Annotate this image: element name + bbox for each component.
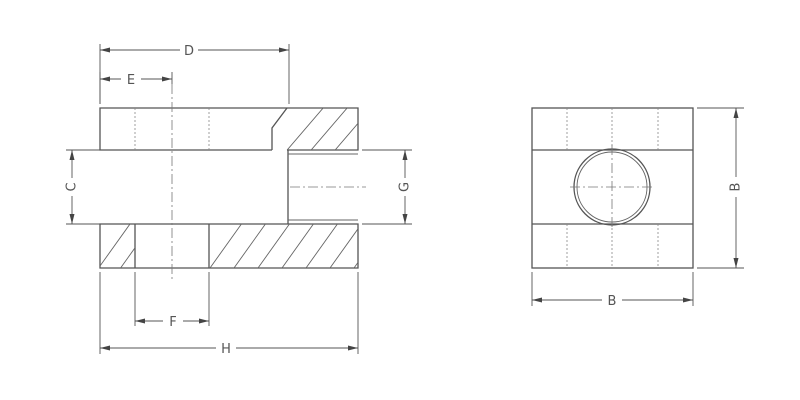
top-body-outline <box>99 107 359 151</box>
label-g: G <box>398 182 413 192</box>
dimension-g: G <box>362 149 413 225</box>
label-e: E <box>127 73 135 88</box>
side-view <box>531 107 694 269</box>
bottom-body-outline <box>99 223 359 269</box>
label-f: F <box>169 315 176 330</box>
side-hidden-lines-bottom <box>566 224 659 268</box>
dimension-e: E <box>99 71 173 104</box>
label-b-side: B <box>729 183 744 192</box>
dimension-f: F <box>134 272 210 330</box>
label-d: D <box>184 44 194 59</box>
dimension-h: H <box>99 272 359 357</box>
dimension-d: D <box>99 42 290 104</box>
label-h: H <box>221 342 231 357</box>
hatch-bottom-right <box>209 224 358 268</box>
label-c: C <box>65 182 80 191</box>
side-view-outline <box>531 107 694 269</box>
label-b-bottom: B <box>608 294 617 309</box>
hatch-top <box>272 108 358 150</box>
hatch-bottom-left <box>100 224 135 268</box>
side-hidden-lines-top <box>566 108 659 150</box>
dimension-b-horizontal: B <box>531 272 694 309</box>
section-break-line <box>271 107 288 150</box>
dimension-b-vertical: B <box>697 107 744 269</box>
dimension-c: C <box>64 149 100 225</box>
front-section-view <box>99 84 366 282</box>
